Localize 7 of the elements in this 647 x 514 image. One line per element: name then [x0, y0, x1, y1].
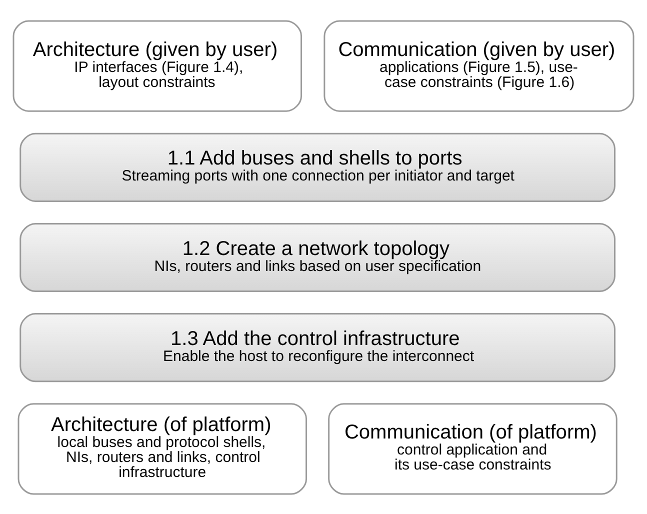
node-box: 1.1 Add buses and shells to ports Streaming ports with one connection per initiator and target: [20, 132, 616, 202]
node-box: 1.3 Add the control infrastructure Enable the host to reconfigure the interconnect: [20, 312, 616, 382]
node-box: Architecture (of platform) local buses and protocol shells, NIs, routers and links, control infrastructure: [18, 402, 308, 494]
node-box: Architecture (given by user) IP interfaces (Figure 1.4), layout constraints: [12, 20, 302, 112]
node-box: 1.2 Create a network topology NIs, routers and links based on user specification: [20, 222, 616, 292]
node-box: Communication (given by user) applications (Figure 1.5), use-case constraints (Figure 1.6): [324, 20, 634, 112]
node-box: Communication (of platform) control application and its use-case constraints: [328, 402, 618, 494]
